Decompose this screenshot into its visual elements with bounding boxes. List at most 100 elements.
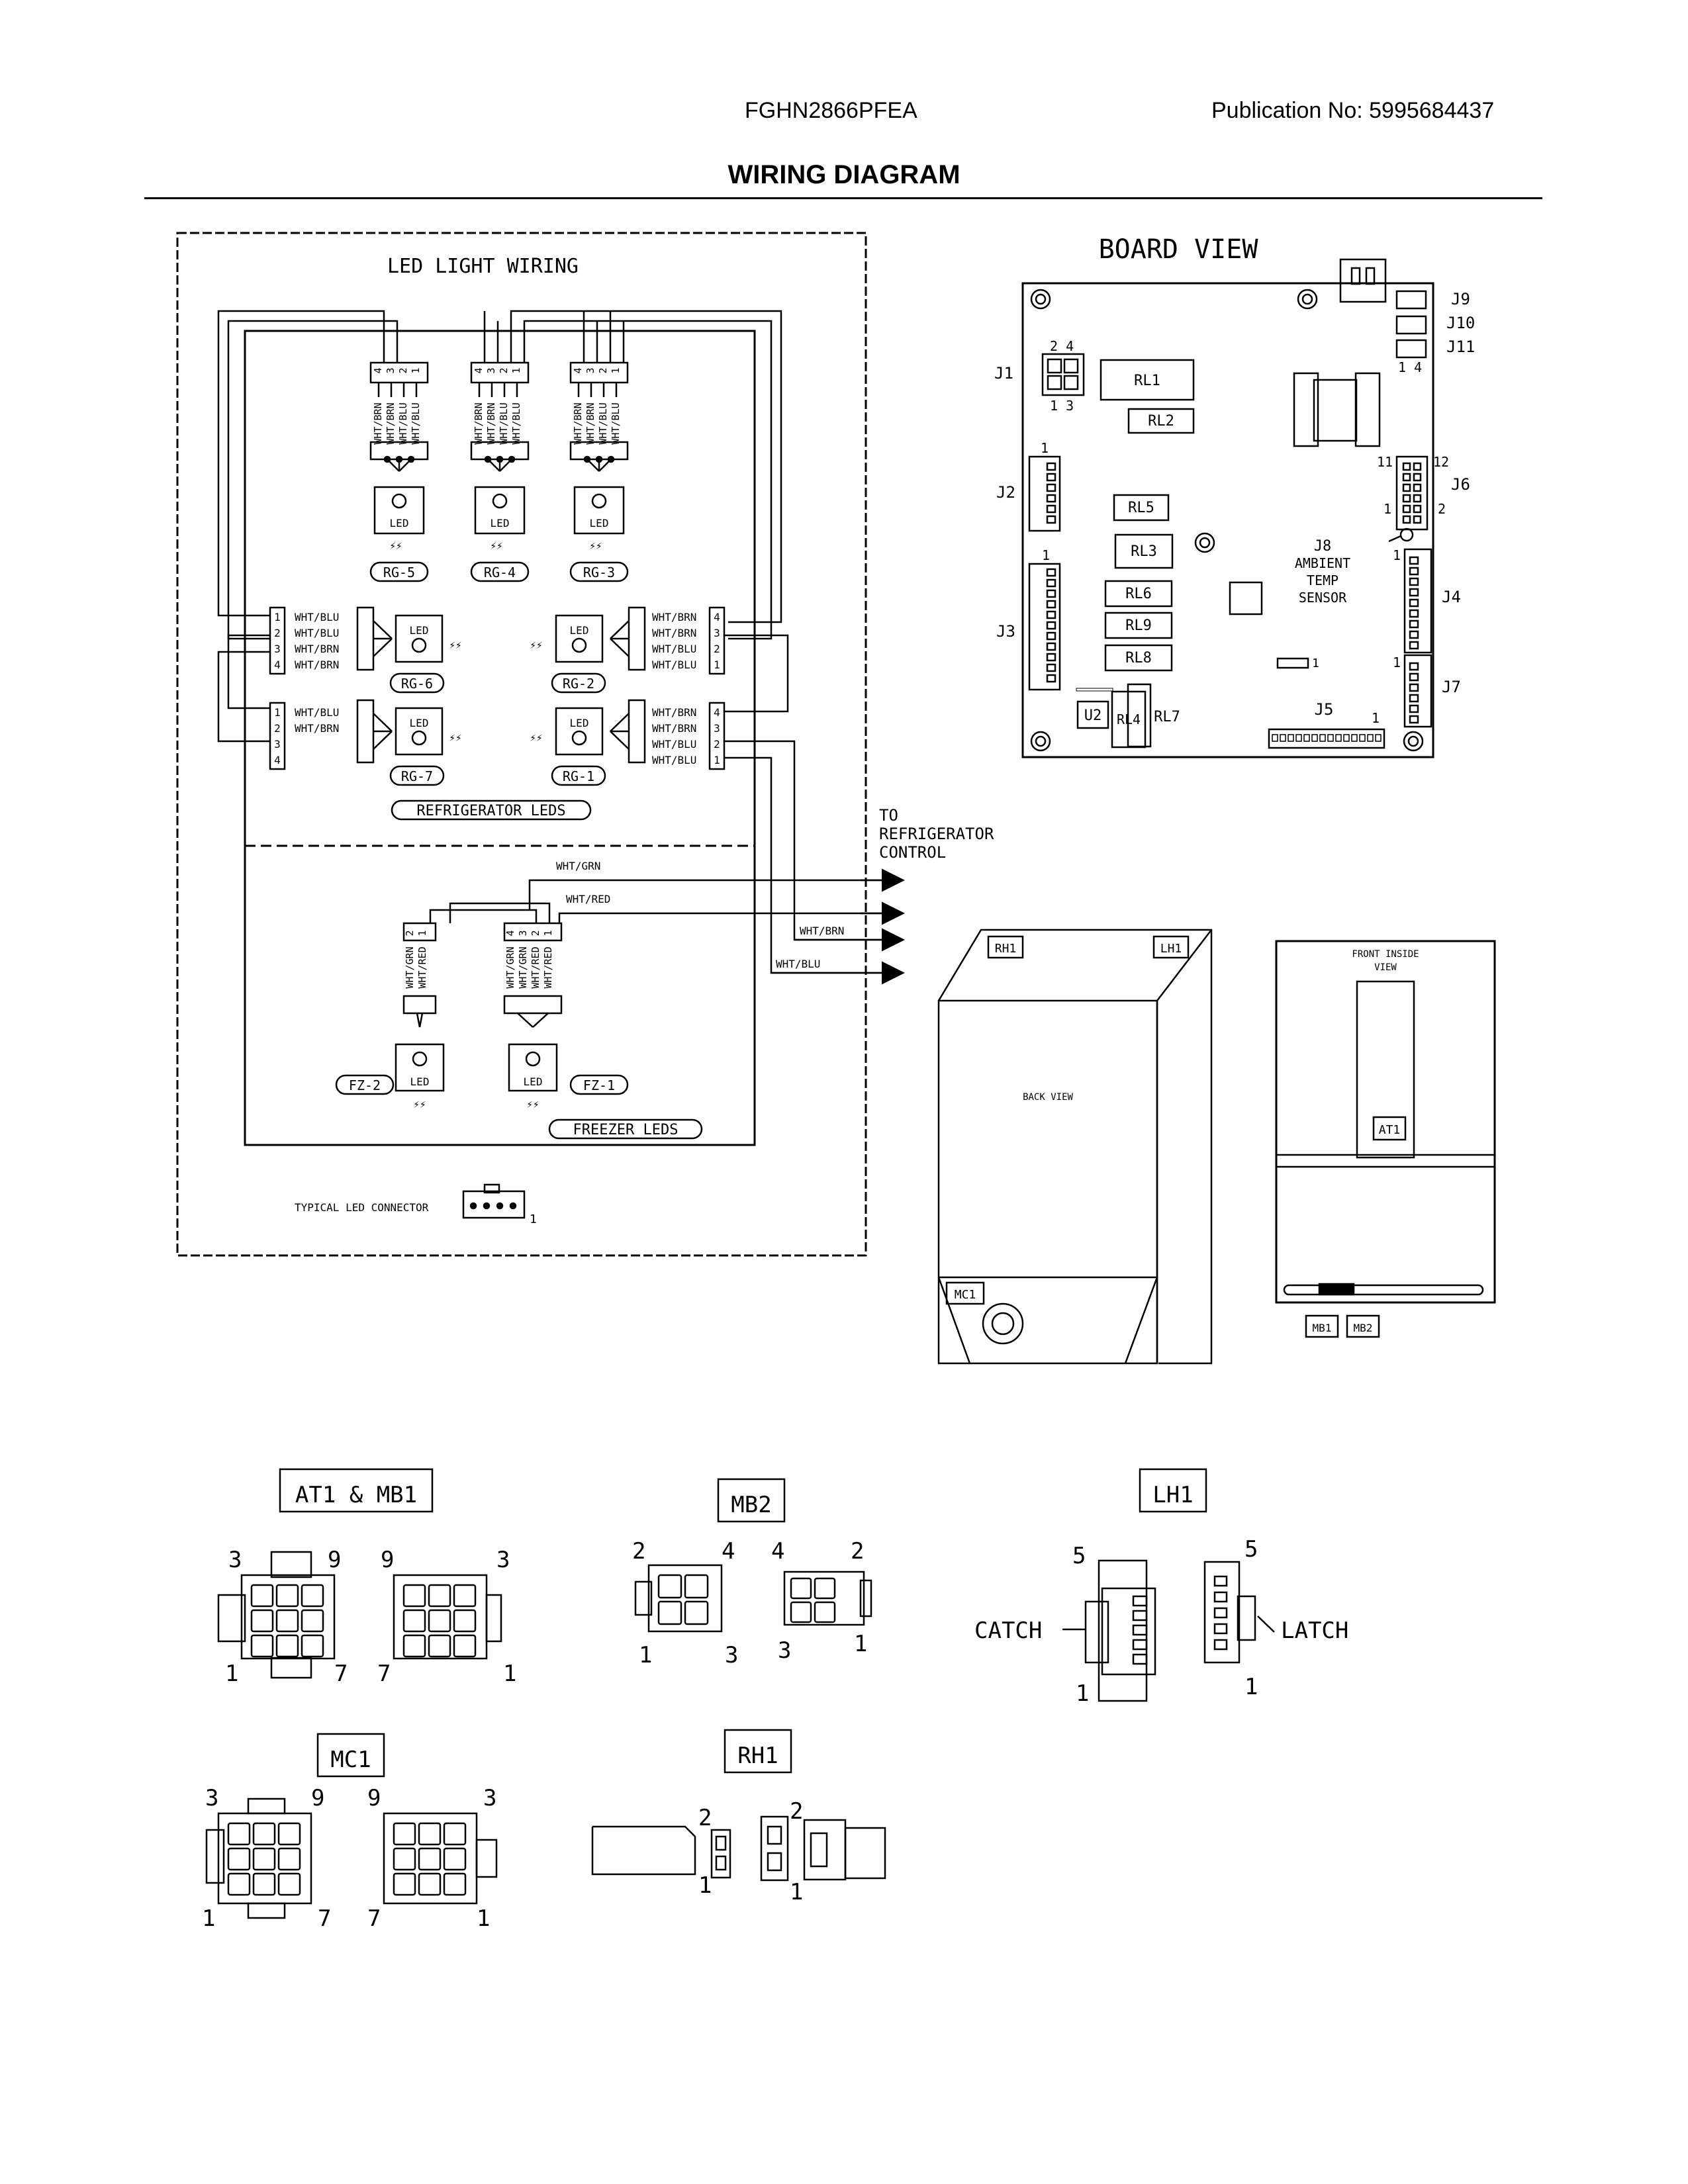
transformer-core: [1313, 379, 1358, 442]
wire-label: WHT/BLU: [295, 627, 339, 639]
led-label: LED: [570, 624, 589, 637]
lead: [610, 731, 630, 750]
side-connector: [708, 606, 726, 675]
pin-label: 2 4: [1050, 338, 1074, 354]
pin-cell: [1063, 375, 1079, 390]
side-plug: [628, 699, 646, 764]
pin-number: 3: [274, 738, 281, 751]
wire-harness-plug: [503, 995, 563, 1015]
wire-label-brn: WHT/BRN: [800, 925, 844, 937]
led-label: LED: [570, 717, 589, 729]
pin-number: 2: [397, 367, 409, 373]
pin-cell: [227, 1822, 251, 1846]
pin-cell: [715, 1835, 727, 1851]
pin: [1365, 267, 1376, 285]
pin-cell: [393, 1872, 416, 1896]
lamp-id: FZ-2: [349, 1077, 381, 1093]
rl8-label: RL8: [1125, 650, 1152, 666]
wire-red-jumper: [449, 902, 551, 923]
pin-number: 3: [483, 1785, 496, 1811]
j6-label: J6: [1451, 475, 1470, 494]
pin-cell: [402, 1609, 426, 1633]
lead: [373, 713, 393, 732]
pin-cell: [402, 1584, 426, 1608]
pin-number: 1: [790, 1879, 803, 1905]
j1-connector: [1041, 353, 1085, 396]
lead-dot: [607, 455, 615, 463]
back-view-label: BACK VIEW: [1023, 1092, 1073, 1103]
pin-cell: [1409, 619, 1419, 629]
rl8-relay: [1104, 644, 1173, 672]
wire-label-blu: WHT/BLU: [776, 958, 820, 970]
pin-number: 1: [410, 367, 422, 373]
sensor-line: TEMP: [1307, 572, 1338, 588]
page-title: WIRING DIAGRAM: [727, 160, 961, 189]
mount-hole: [1297, 289, 1318, 310]
mc1-title-box: [316, 1733, 385, 1778]
latch: [859, 1579, 872, 1617]
pin-cell: [1409, 704, 1419, 713]
pin-cell: [1046, 631, 1056, 641]
mb2-label: MB2: [1354, 1322, 1373, 1334]
led-lamp: [474, 486, 526, 535]
lh1-slot: [1101, 1587, 1156, 1676]
control-board: [1021, 282, 1434, 758]
rh1-terminal: [591, 1825, 696, 1876]
at1-plug-right: [393, 1574, 488, 1660]
wire-brn-right: [510, 310, 782, 623]
pin-number: 4: [372, 367, 384, 373]
wire-grn-out: [528, 879, 897, 910]
pin-cell: [684, 1574, 709, 1599]
pin-cell: [277, 1872, 301, 1896]
pin-cell: [1046, 515, 1056, 524]
lead-dot: [508, 455, 516, 463]
pin-cell: [1132, 1624, 1148, 1636]
pin-label: 1 3: [1050, 398, 1074, 414]
pin-cell: [1047, 358, 1062, 374]
wire-jumper: [724, 634, 789, 713]
pin-number: 4: [473, 367, 485, 373]
pin-cell: [227, 1872, 251, 1896]
lh1-catch: [1084, 1600, 1109, 1664]
pin-cell: [1409, 609, 1419, 618]
pin: [509, 1202, 517, 1210]
pin-cell: [1046, 642, 1056, 651]
side-plug: [628, 606, 646, 671]
pin-number: 4: [771, 1538, 784, 1565]
rh1-title: RH1: [737, 1743, 778, 1769]
freezer-leds-label: FREEZER LEDS: [573, 1122, 679, 1138]
pin-label: 1: [1393, 655, 1401, 670]
led-label: LED: [491, 517, 510, 529]
wire-label: WHT/GRN: [404, 946, 416, 988]
pin-cell: [1046, 504, 1056, 514]
wire-label: WHT/BLU: [652, 738, 696, 751]
j6-connector: [1395, 455, 1429, 531]
mount-hole-inner: [1035, 293, 1047, 305]
lead-dot: [395, 455, 403, 463]
pin-cell: [428, 1634, 451, 1658]
at1-tag: [1372, 1116, 1407, 1141]
rl5-label: RL5: [1128, 500, 1154, 516]
wire-label: WHT/BRN: [485, 402, 497, 444]
led-lens: [492, 493, 508, 509]
pin-number: 1: [416, 930, 428, 936]
j5-connector: [1268, 728, 1385, 749]
pin-cell: [453, 1584, 477, 1608]
pin-number: 2: [274, 627, 281, 639]
pin-cell: [1375, 734, 1382, 742]
pin-number: 3: [714, 627, 720, 639]
wire-label: WHT/GRN: [504, 946, 516, 988]
pin-label: 1: [1372, 710, 1380, 726]
pin-number: 2: [404, 930, 416, 936]
j8-sensor: [1399, 527, 1414, 542]
pin-cell: [1132, 1639, 1148, 1651]
led-lens: [571, 637, 587, 653]
lamp-id: RG-2: [563, 676, 594, 692]
pin-cell: [428, 1609, 451, 1633]
publication-number: Publication No: 5995684437: [1211, 98, 1495, 123]
front-view-outline: [1275, 940, 1496, 1304]
led-lamp: [573, 486, 625, 535]
j2-label: J2: [996, 483, 1015, 502]
pin-number: 2: [714, 738, 720, 751]
pin-cell: [1132, 1595, 1148, 1607]
